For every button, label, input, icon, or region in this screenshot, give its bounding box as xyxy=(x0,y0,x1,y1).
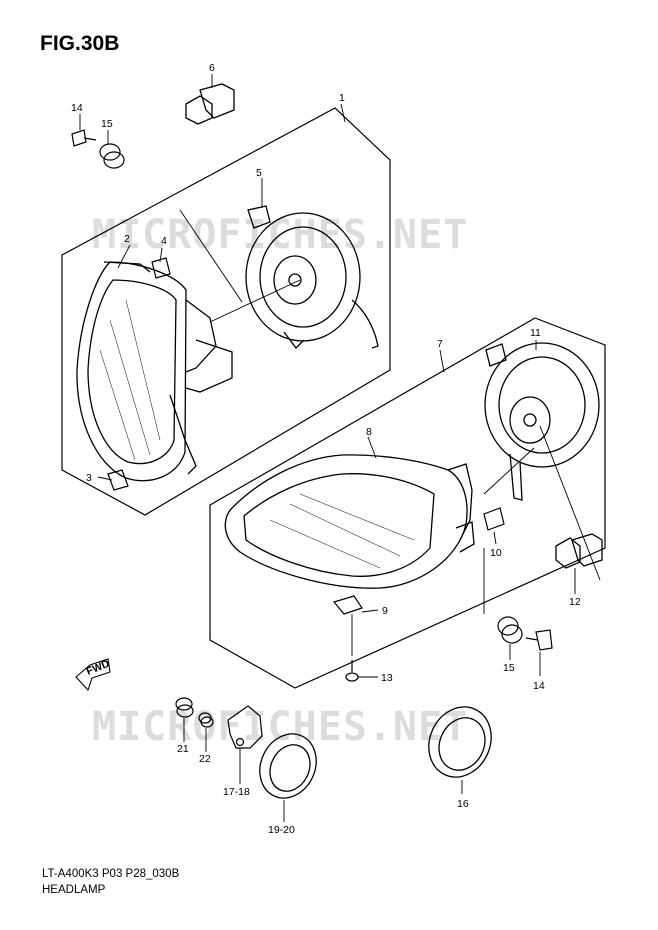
callout-15-lower: 15 xyxy=(503,662,515,674)
screw-lower-13 xyxy=(345,660,359,682)
bolt-lower xyxy=(525,629,553,651)
callout-2: 2 xyxy=(124,233,130,245)
footer-name: HEADLAMP xyxy=(42,884,106,896)
callout-12: 12 xyxy=(569,596,581,608)
callout-16: 16 xyxy=(457,798,469,810)
fwd-arrow-icon: FWD xyxy=(75,658,112,692)
cap-21 xyxy=(175,697,194,718)
callout-10: 10 xyxy=(490,547,502,559)
bolt-upper xyxy=(71,129,97,147)
callout-15-upper: 15 xyxy=(101,118,113,130)
clip-lower-9 xyxy=(332,595,363,615)
callout-9: 9 xyxy=(382,605,388,617)
callout-6: 6 xyxy=(209,62,215,74)
reflector-bracket xyxy=(227,705,263,749)
callout-13: 13 xyxy=(381,672,393,684)
callout-1: 1 xyxy=(339,92,345,104)
callout-11: 11 xyxy=(530,327,541,339)
headlamp-upper xyxy=(76,261,233,482)
lower-assembly-frame xyxy=(209,317,606,689)
bulb-upper xyxy=(185,83,235,125)
callout-4: 4 xyxy=(161,235,167,247)
headlamp-lower xyxy=(224,454,475,589)
callout-5: 5 xyxy=(256,167,262,179)
bulb-socket-lower xyxy=(484,342,600,501)
callout-21: 21 xyxy=(177,743,189,755)
upper-assembly-frame xyxy=(61,107,391,516)
callout-19-20: 19-20 xyxy=(268,824,295,836)
footer-code: LT-A400K3 P03 P28_030B xyxy=(42,868,180,880)
nut-upper-3 xyxy=(107,469,129,491)
grommet-lower xyxy=(497,616,523,644)
figure-title: FIG.30B xyxy=(40,32,120,55)
nut-upper-4 xyxy=(151,257,171,279)
callout-17-18: 17-18 xyxy=(223,786,250,798)
callout-22: 22 xyxy=(199,753,211,765)
leader-lines xyxy=(79,74,601,822)
grommet-upper xyxy=(99,143,125,169)
nut-lower-10 xyxy=(483,507,505,531)
callout-8: 8 xyxy=(366,426,372,438)
reflector-round-small xyxy=(259,733,317,799)
watermark-bottom: MICROFICHES.NET xyxy=(92,704,469,750)
callout-3: 3 xyxy=(86,472,92,484)
callout-7: 7 xyxy=(437,338,443,350)
reflector-round-large xyxy=(428,706,492,778)
callout-14-lower: 14 xyxy=(533,680,545,692)
callout-14-upper: 14 xyxy=(71,102,83,114)
collar-22 xyxy=(198,712,214,728)
bulb-socket-upper xyxy=(245,205,379,349)
bulb-lower xyxy=(555,533,603,569)
